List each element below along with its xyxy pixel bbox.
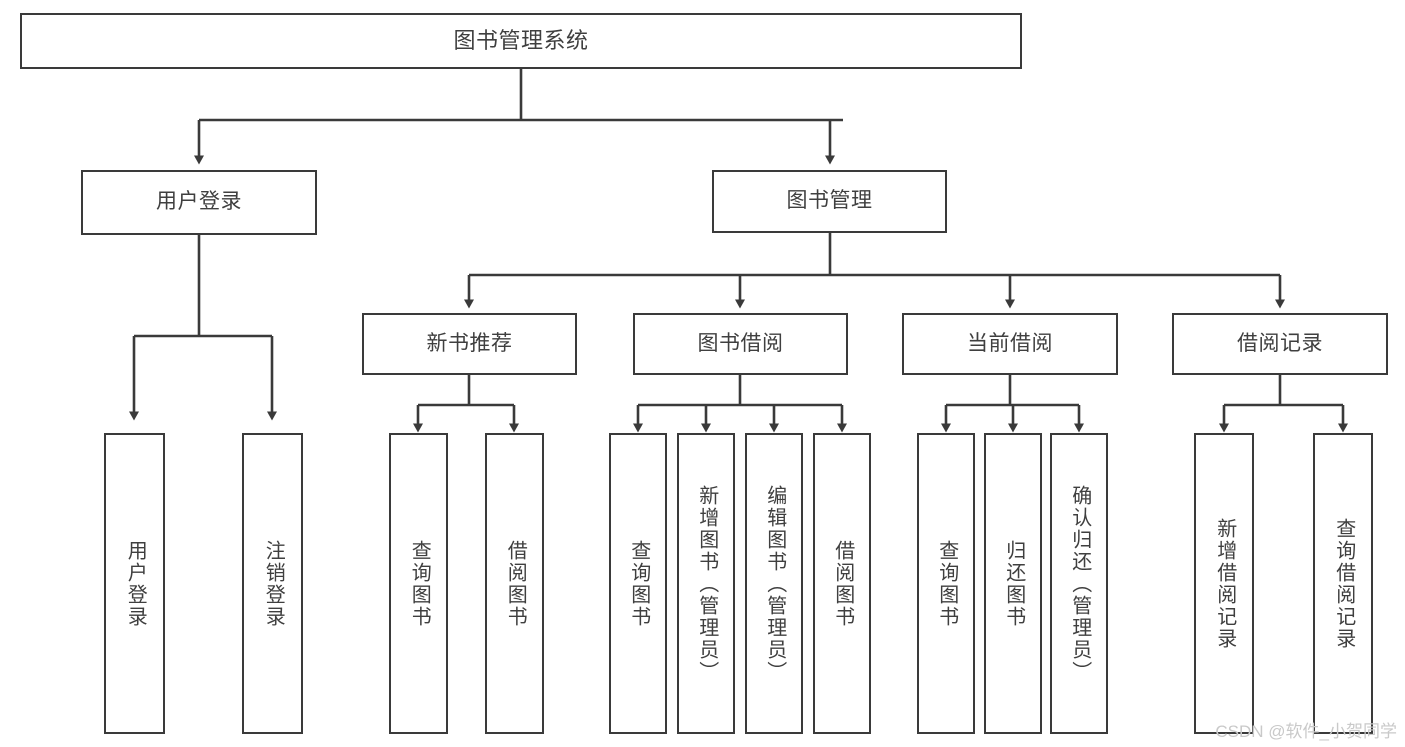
- leaf-edit-book-label: 编辑图书（管理员）: [763, 484, 786, 683]
- node-book-management[interactable]: 图书管理: [712, 170, 947, 233]
- leaf-borrow-book-1[interactable]: 借阅图书: [485, 433, 544, 734]
- node-root[interactable]: 图书管理系统: [20, 13, 1022, 69]
- node-current-borrow[interactable]: 当前借阅: [902, 313, 1118, 375]
- leaf-query-borrow-record[interactable]: 查询借阅记录: [1313, 433, 1373, 734]
- node-current-borrow-label: 当前借阅: [967, 331, 1053, 355]
- node-user-login-label: 用户登录: [156, 190, 242, 214]
- leaf-user-login-label: 用户登录: [124, 539, 147, 628]
- leaf-return-book-label: 归还图书: [1002, 539, 1025, 628]
- node-book-management-label: 图书管理: [786, 189, 873, 213]
- node-borrow-record-label: 借阅记录: [1237, 331, 1323, 355]
- node-root-label: 图书管理系统: [453, 28, 589, 54]
- leaf-add-book[interactable]: 新增图书（管理员）: [677, 433, 735, 734]
- leaf-add-borrow-record[interactable]: 新增借阅记录: [1194, 433, 1254, 734]
- leaf-borrow-book-2[interactable]: 借阅图书: [813, 433, 871, 734]
- leaf-borrow-book-2-label: 借阅图书: [831, 539, 854, 628]
- leaf-edit-book[interactable]: 编辑图书（管理员）: [745, 433, 803, 734]
- leaf-user-login[interactable]: 用户登录: [104, 433, 165, 734]
- leaf-borrow-book-1-label: 借阅图书: [504, 539, 527, 628]
- leaf-query-book-1[interactable]: 查询图书: [389, 433, 448, 734]
- leaf-return-book[interactable]: 归还图书: [984, 433, 1042, 734]
- node-user-login[interactable]: 用户登录: [81, 170, 317, 235]
- leaf-query-borrow-record-label: 查询借阅记录: [1332, 517, 1355, 650]
- node-new-book-recommend-label: 新书推荐: [426, 331, 513, 355]
- leaf-query-book-2[interactable]: 查询图书: [609, 433, 667, 734]
- leaf-query-book-2-label: 查询图书: [627, 539, 650, 628]
- leaf-confirm-return[interactable]: 确认归还（管理员）: [1050, 433, 1108, 734]
- leaf-query-book-3[interactable]: 查询图书: [917, 433, 975, 734]
- leaf-add-borrow-record-label: 新增借阅记录: [1213, 517, 1236, 650]
- leaf-confirm-return-label: 确认归还（管理员）: [1068, 484, 1091, 683]
- node-borrow-record[interactable]: 借阅记录: [1172, 313, 1388, 375]
- node-book-borrow-label: 图书借阅: [697, 331, 784, 355]
- node-new-book-recommend[interactable]: 新书推荐: [362, 313, 577, 375]
- leaf-logout-label: 注销登录: [262, 539, 285, 628]
- leaf-add-book-label: 新增图书（管理员）: [695, 484, 718, 683]
- leaf-query-book-1-label: 查询图书: [408, 539, 431, 628]
- node-book-borrow[interactable]: 图书借阅: [633, 313, 848, 375]
- leaf-query-book-3-label: 查询图书: [935, 539, 958, 628]
- leaf-logout[interactable]: 注销登录: [242, 433, 303, 734]
